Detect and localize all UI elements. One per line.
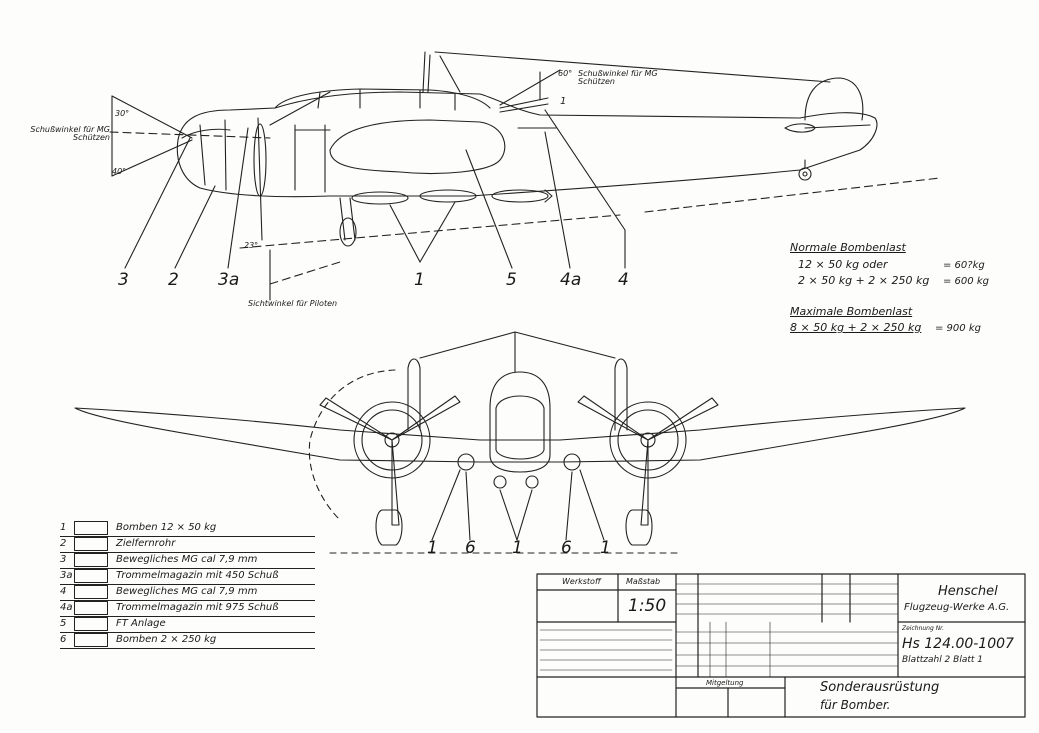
pilot-angle-deg: 23° <box>244 241 259 250</box>
pilot-angle-note: Sichtwinkel für Piloten <box>248 299 338 308</box>
company-name: Henschel <box>938 584 998 599</box>
front-callout-1-center: 1 <box>512 538 523 558</box>
sheet-info: Blattzahl 2 Blatt 1 <box>902 655 983 665</box>
max-bomb-load-line: 8 × 50 kg + 2 × 250 kg <box>790 321 922 334</box>
callout-3: 3 <box>118 270 129 290</box>
legend-row: 2 Zielfernrohr <box>60 536 315 553</box>
callout-2: 2 <box>168 270 179 290</box>
legend-number: 1 <box>60 522 67 533</box>
side-view-angle-rays <box>111 69 561 301</box>
front-callout-1-left: 1 <box>427 538 438 558</box>
legend-row: 4 Bewegliches MG cal 7,9 mm <box>60 584 315 601</box>
legend-row: 3 Bewegliches MG cal 7,9 mm <box>60 552 315 569</box>
legend-row: 4a Trommelmagazin mit 975 Schuß <box>60 600 315 617</box>
legend-box <box>74 601 108 615</box>
gunner-angle-note: Schußwinkel für MG Schützen <box>578 69 658 86</box>
legend-box <box>74 521 108 535</box>
drawing-number: Hs 124.00-1007 <box>902 636 1014 652</box>
front-callout-6-left: 6 <box>465 538 476 558</box>
callout-1: 1 <box>414 270 425 290</box>
nose-down-deg: 40° <box>112 167 127 176</box>
legend-box <box>74 617 108 631</box>
legend-row: 5 FT Anlage <box>60 616 315 633</box>
company-line2: Flugzeug-Werke A.G. <box>904 602 1010 613</box>
drawing-title-line1: Sonderausrüstung <box>820 680 940 695</box>
massstab-label: Maßstab <box>626 577 661 586</box>
max-bomb-load-total: = 900 kg <box>935 323 981 334</box>
legend-box <box>74 537 108 551</box>
normal-bomb-load-line1: 12 × 50 kg oder <box>798 258 888 271</box>
scale-value: 1:50 <box>628 596 667 616</box>
drawing-number-label: Zeichnung Nr. <box>902 625 945 632</box>
legend-text: Bewegliches MG cal 7,9 mm <box>116 554 258 565</box>
callout-3a: 3a <box>218 270 240 290</box>
mitgeltung-label: Mitgeltung <box>706 679 744 687</box>
legend-box <box>74 569 108 583</box>
legend-number: 4 <box>60 586 67 597</box>
legend-number: 3 <box>60 554 67 565</box>
side-view-angle-lines <box>109 131 941 285</box>
front-view-dashed <box>308 369 681 554</box>
legend-number: 3a <box>60 570 73 581</box>
legend-row: 3a Trommelmagazin mit 450 Schuß <box>60 568 315 585</box>
legend-number: 2 <box>60 538 67 549</box>
callout-4a: 4a <box>560 270 582 290</box>
werkstoff-label: Werkstoff <box>562 577 601 586</box>
front-callout-1-right: 1 <box>600 538 611 558</box>
max-bomb-load-title: Maximale Bombenlast <box>790 305 913 318</box>
legend-text: Bomben 12 × 50 kg <box>116 522 217 533</box>
legend-text: Bewegliches MG cal 7,9 mm <box>116 586 258 597</box>
legend-number: 5 <box>60 618 67 629</box>
legend-number: 4a <box>60 602 73 613</box>
front-callout-6-right: 6 <box>561 538 572 558</box>
legend-row: 1 Bomben 12 × 50 kg <box>60 520 315 537</box>
normal-bomb-load-title: Normale Bombenlast <box>790 241 906 254</box>
legend-box <box>74 553 108 567</box>
callout-5: 5 <box>506 270 517 290</box>
callout-1-tail: 1 <box>560 96 567 107</box>
front-view <box>74 331 966 546</box>
gunner-angle-deg: 60° <box>558 69 573 78</box>
normal-bomb-load-line2: 2 × 50 kg + 2 × 250 kg <box>798 274 930 287</box>
drawing-title-line2: für Bomber. <box>820 698 891 712</box>
legend-text: Bomben 2 × 250 kg <box>116 634 217 645</box>
normal-bomb-load-line1-total: = 60?kg <box>943 260 985 271</box>
legend-row: 6 Bomben 2 × 250 kg <box>60 632 315 649</box>
callout-4: 4 <box>618 270 629 290</box>
title-block-lines <box>536 573 1026 718</box>
legend-text: Zielfernrohr <box>116 538 176 549</box>
nose-gunner-angle-note: Schußwinkel für MG Schützen <box>30 125 110 142</box>
title-block-grid <box>539 583 899 678</box>
normal-bomb-load-line2-total: = 600 kg <box>943 276 989 287</box>
legend-box <box>74 633 108 647</box>
legend-box <box>74 585 108 599</box>
nose-up-deg: 30° <box>115 109 130 118</box>
legend-number: 6 <box>60 634 67 645</box>
legend-text: FT Anlage <box>116 618 166 629</box>
front-view-leaders <box>431 469 605 541</box>
side-view-leaders <box>124 109 626 269</box>
legend-text: Trommelmagazin mit 450 Schuß <box>116 570 279 581</box>
side-view-fuselage <box>176 51 878 247</box>
legend-text: Trommelmagazin mit 975 Schuß <box>116 602 279 613</box>
